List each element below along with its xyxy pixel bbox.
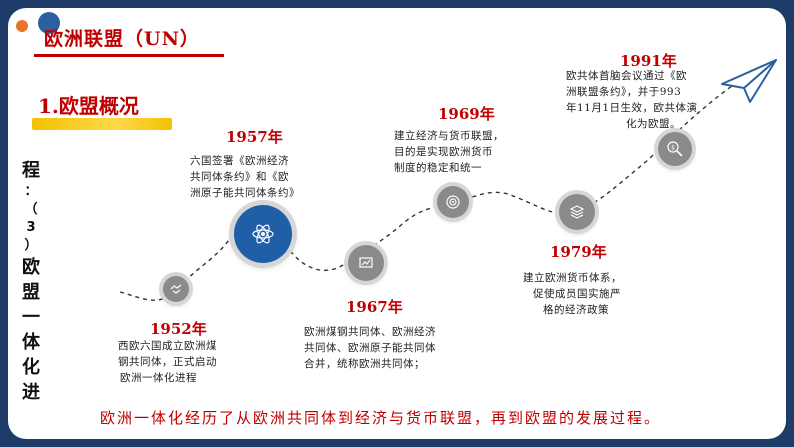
title-underline [34, 54, 224, 57]
section-highlight-bar [32, 118, 172, 130]
side-char: 3 [26, 220, 36, 235]
timeline-desc-1952: 西欧六国成立欧洲煤 钢共同体，正式启动 欧洲一体化进程 [118, 340, 217, 384]
timeline-year-1991: 1991年 [620, 52, 677, 70]
layers-icon [569, 205, 585, 219]
side-char: 程 [22, 160, 40, 181]
decor-dot-orange [16, 20, 28, 32]
paper-plane-icon [721, 59, 777, 103]
side-char: ： [24, 184, 38, 199]
timeline-desc-1957: 六国签署《欧洲经济 共同体条约》和《欧 洲原子能共同体条约》 [190, 155, 300, 199]
timeline-year-1952: 1952年 [150, 320, 207, 338]
section-title: 1.欧盟概况 [38, 94, 139, 118]
side-char: ） [24, 238, 38, 253]
timeline-node-1952 [163, 276, 189, 302]
timeline-desc-1967: 欧洲煤钢共同体、欧洲经济 共同体、欧洲原子能共同体 合并，统称欧洲共同体； [304, 326, 436, 370]
side-char: 欧 [22, 257, 40, 278]
page-title: 欧洲联盟（UN） [44, 28, 200, 50]
summary-text: 欧洲一体化经历了从欧洲共同体到经济与货币联盟，再到欧盟的发展过程。 [100, 409, 662, 427]
side-char: 体 [22, 332, 40, 353]
timeline-year-1957: 1957年 [226, 128, 283, 146]
atom-icon [252, 224, 274, 244]
chart-icon [359, 257, 373, 268]
decor-dot-blue [38, 12, 60, 34]
side-vertical-label: 程 ： （ 3 ） 欧 盟 一 体 化 进 [16, 158, 46, 405]
target-icon [446, 195, 460, 209]
timeline-year-1979: 1979年 [550, 243, 607, 261]
timeline-desc-1979: 建立欧洲货币体系， 促使成员国实施严 格的经济政策 [523, 272, 622, 316]
timeline-node-1979 [559, 194, 595, 230]
money-search-icon: $ [667, 141, 683, 157]
side-char: 进 [22, 382, 40, 403]
timeline-node-1957 [234, 205, 292, 263]
side-char: 化 [22, 357, 40, 378]
side-char: （ [24, 202, 38, 217]
timeline-node-1969 [437, 186, 469, 218]
svg-text:$: $ [671, 145, 675, 152]
timeline-node-1991: $ [658, 132, 692, 166]
timeline-node-1967 [348, 245, 384, 281]
handshake-icon [170, 284, 182, 294]
side-char: 一 [22, 307, 40, 328]
timeline-year-1967: 1967年 [346, 298, 403, 316]
timeline-year-1969: 1969年 [438, 105, 495, 123]
slide-canvas: 欧洲联盟（UN） 1.欧盟概况 程 ： （ 3 ） 欧 盟 一 体 化 进 [8, 8, 786, 439]
timeline-dashed-path [119, 85, 733, 301]
side-char: 盟 [22, 282, 40, 303]
timeline-desc-1991: 欧共体首脑会议通过《欧 洲联盟条约》，并于993 年11月1日生效，欧共体演 化… [566, 70, 698, 130]
timeline-desc-1969: 建立经济与货币联盟， 目的是实现欧洲货币 制度的稳定和统一 [394, 130, 504, 174]
